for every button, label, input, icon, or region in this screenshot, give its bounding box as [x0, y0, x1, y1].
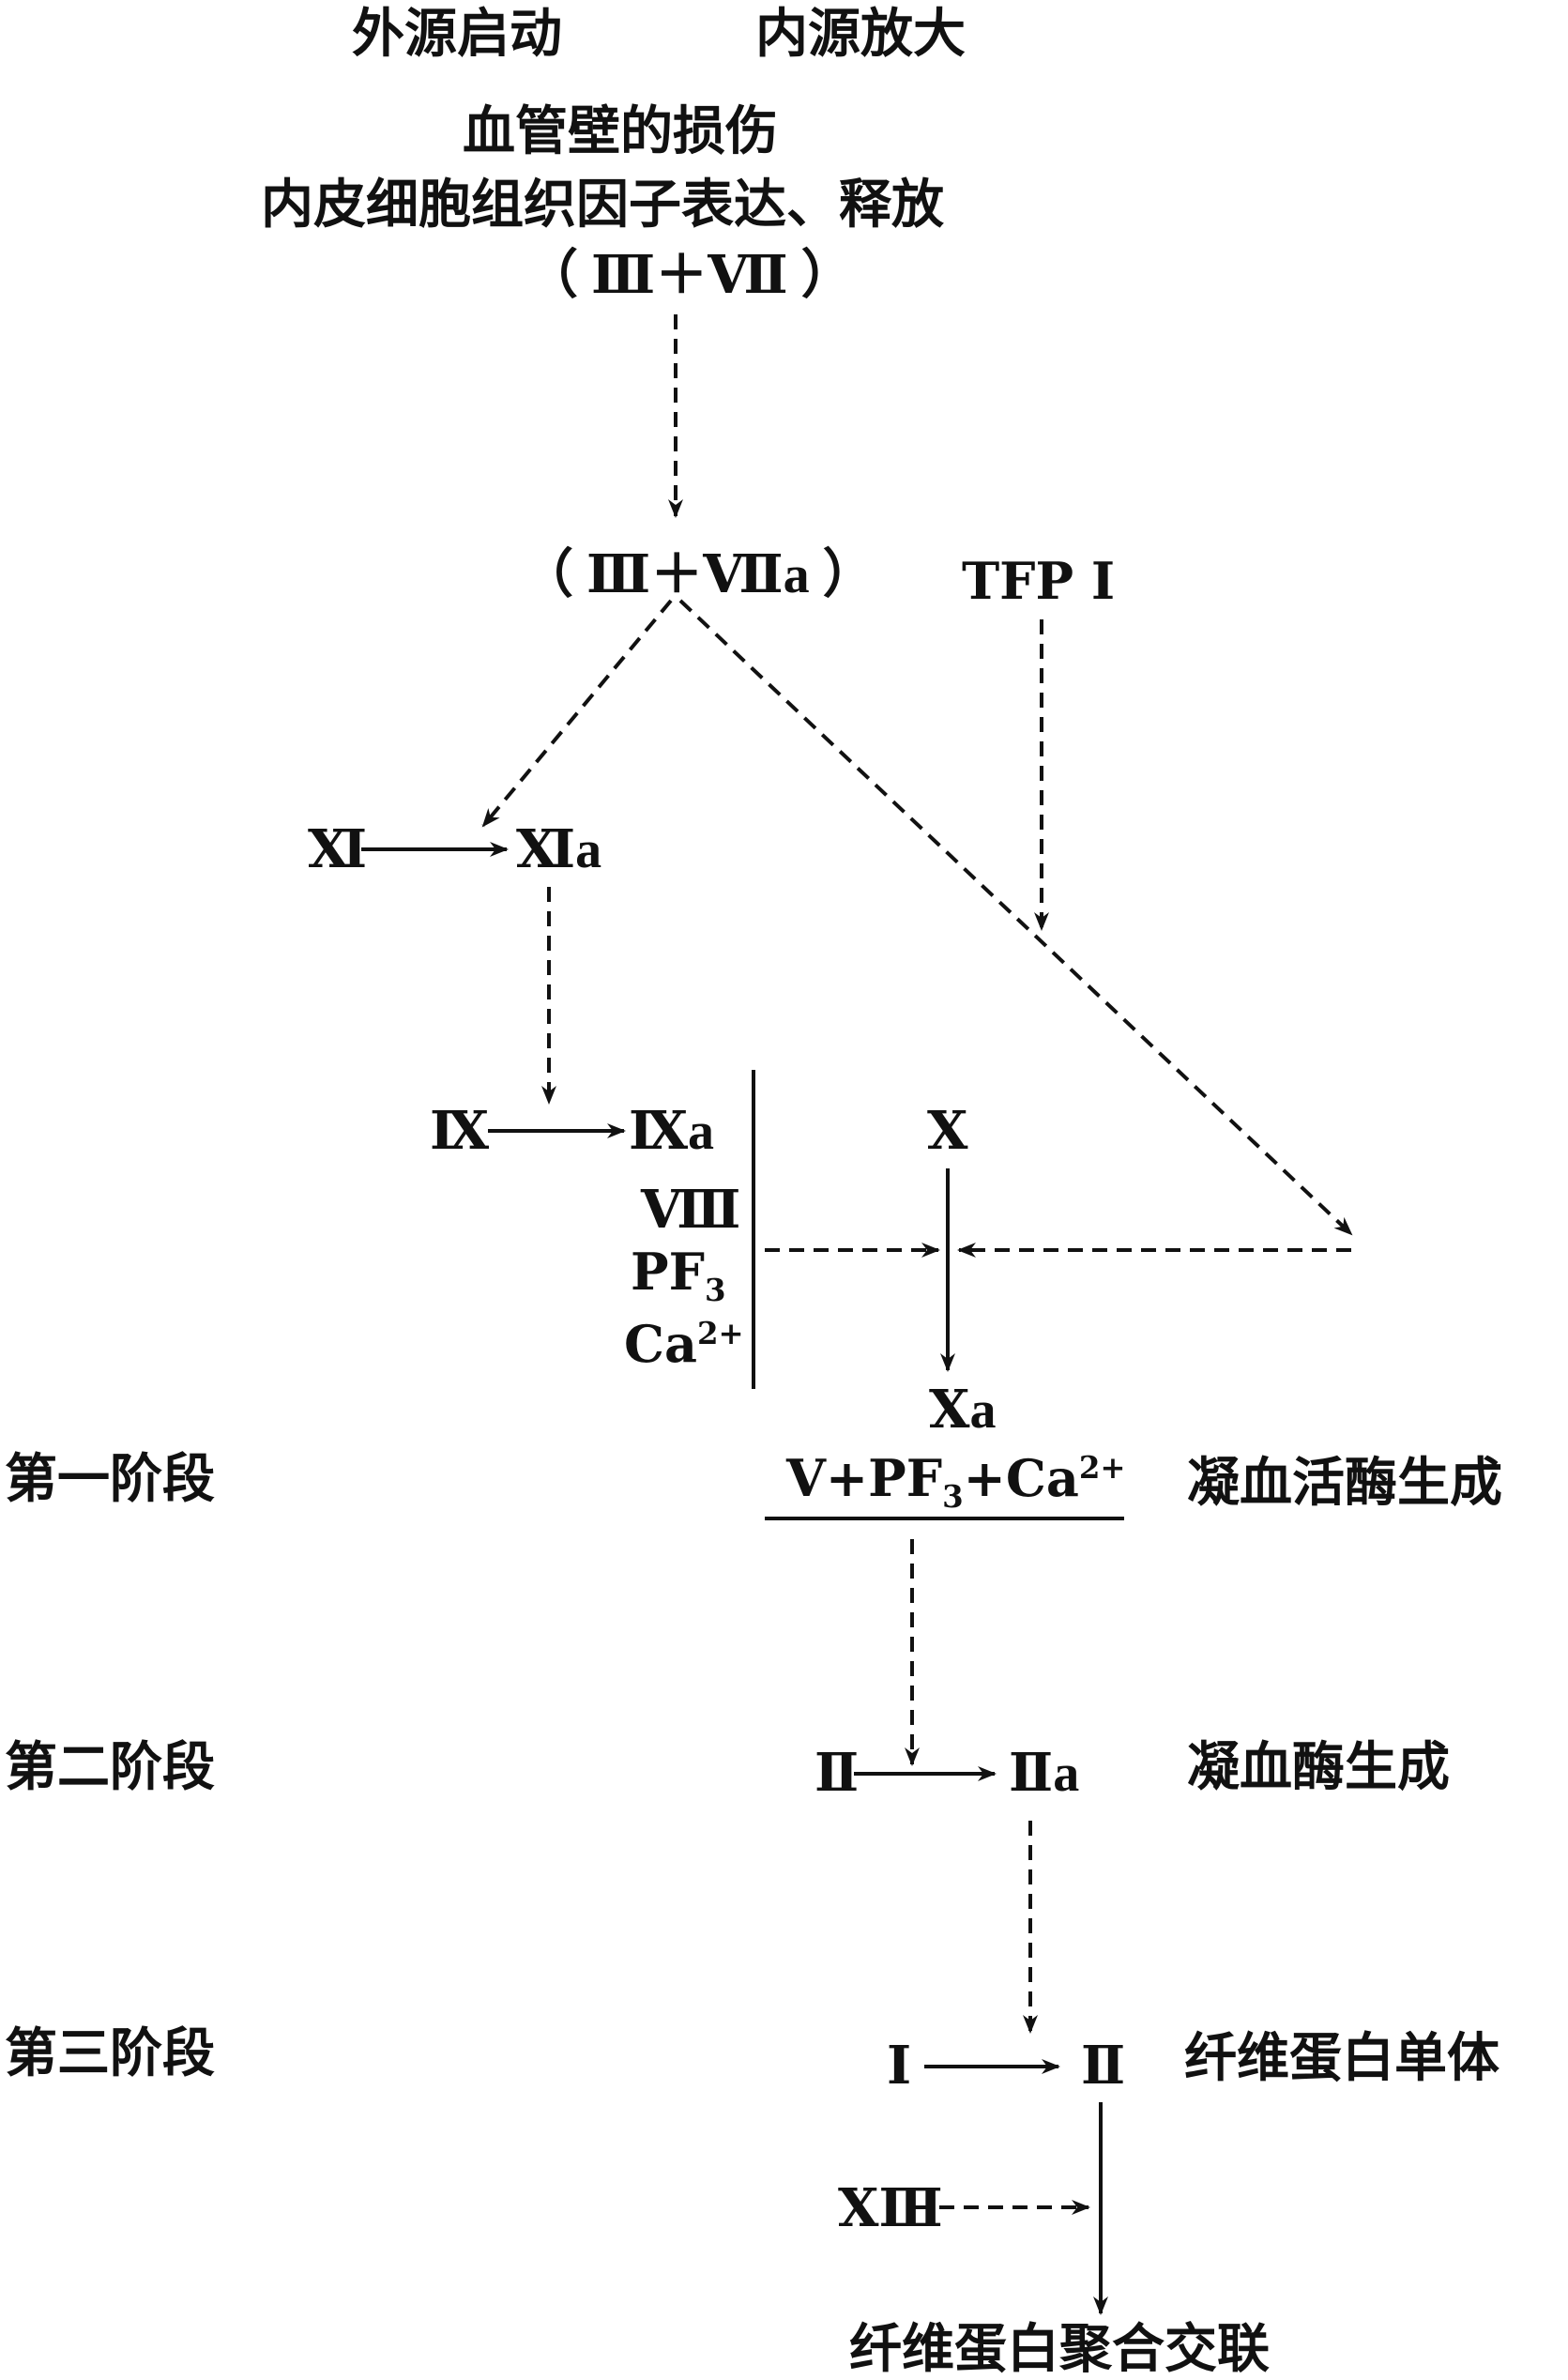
factor-xi-node: Ⅺ	[308, 821, 368, 879]
pf3-subscript: 3	[704, 1272, 726, 1308]
factor-ix-node: Ⅸ	[430, 1103, 490, 1161]
intrinsic-header: 内源放大	[755, 3, 966, 65]
calcium-text: Ca	[624, 1314, 697, 1374]
stage-1-result: 凝血活酶生成	[1187, 1452, 1502, 1514]
tfpi-node: TFP Ⅰ	[962, 551, 1116, 611]
factor-iii-vii-node: （ Ⅲ＋Ⅶ ）	[525, 247, 854, 305]
factor-x-node: Ⅹ	[927, 1103, 968, 1161]
factor-viii-node: Ⅷ	[641, 1182, 741, 1240]
prothrombinase-cofactors: Ⅴ+PF3+Ca2+	[786, 1453, 1126, 1512]
cofactor-pf3-subscript: 3	[942, 1478, 964, 1515]
fibrin-monomer-node: Ⅱ	[1081, 2037, 1126, 2096]
fibrin-crosslink-label: 纤维蛋白聚合交联	[849, 2318, 1270, 2380]
factor-iii-viia-node: （ Ⅲ＋Ⅶa ）	[521, 546, 875, 604]
factor-xiii-node: ⅩⅢ	[838, 2180, 943, 2238]
cofactor-ca-superscript: 2+	[1078, 1450, 1126, 1486]
factor-i-node: Ⅰ	[887, 2037, 912, 2096]
calcium-superscript: 2+	[696, 1316, 744, 1351]
stage-3-label: 第三阶段	[5, 2022, 215, 2084]
factor-ii-node: Ⅱ	[814, 1745, 860, 1803]
factor-xia-node: Ⅺa	[516, 821, 602, 879]
arrow-complex-to-xia	[481, 599, 673, 828]
arrow-complex-to-x	[678, 599, 1353, 1236]
vessel-injury-label: 血管壁的损伤	[463, 100, 778, 162]
cofactor-v-text: Ⅴ+PF	[786, 1448, 943, 1508]
extrinsic-header: 外源启动	[352, 3, 562, 65]
pf3-node: PF3	[631, 1246, 726, 1305]
cofactor-ca-text: +Ca	[963, 1448, 1079, 1508]
calcium-node: Ca2+	[624, 1319, 744, 1369]
stage-2-label: 第二阶段	[5, 1736, 215, 1798]
pf3-text: PF	[631, 1242, 705, 1302]
factor-xa-node: Ⅹa	[929, 1381, 997, 1440]
stage-1-label: 第一阶段	[5, 1448, 215, 1510]
factor-ixa-node: Ⅸa	[629, 1103, 715, 1161]
stage-2-result: 凝血酶生成	[1187, 1736, 1450, 1798]
tissue-factor-release-label: 内皮细胞组织因子表达、释放	[261, 174, 944, 236]
factor-iia-node: Ⅱa	[1009, 1745, 1080, 1803]
stage-3-result: 纤维蛋白单体	[1184, 2027, 1499, 2089]
